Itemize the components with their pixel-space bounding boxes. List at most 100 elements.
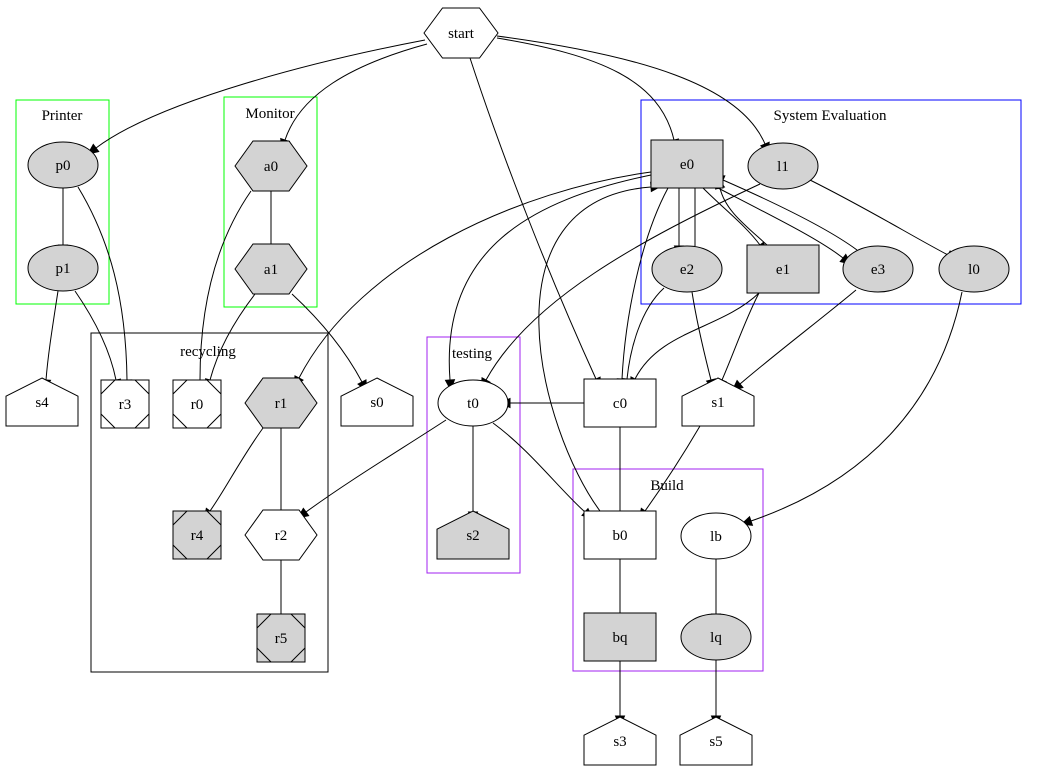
edge-c0-t0 xyxy=(498,397,584,409)
node-e3[interactable]: e3 xyxy=(842,245,914,293)
edge-line xyxy=(722,179,858,251)
box-shape xyxy=(746,244,820,294)
edge-e1-s1 xyxy=(717,292,760,391)
ellipse-shape xyxy=(680,613,752,661)
node-s4[interactable]: s4 xyxy=(5,377,79,427)
node-label: s1 xyxy=(711,395,724,411)
cluster-label: recycling xyxy=(180,344,236,360)
node-a0[interactable]: a0 xyxy=(234,140,308,192)
hexagon-shape xyxy=(244,509,318,561)
node-label: e0 xyxy=(680,157,694,173)
node-label: s2 xyxy=(466,528,479,544)
node-p0[interactable]: p0 xyxy=(27,141,99,189)
node-e1[interactable]: e1 xyxy=(746,244,820,294)
node-s3[interactable]: s3 xyxy=(583,716,657,766)
edge-start-c0 xyxy=(469,57,601,390)
node-label: b0 xyxy=(613,528,628,544)
edge-t0-b0 xyxy=(492,422,594,520)
node-r3[interactable]: r3 xyxy=(100,379,150,429)
msquare-shape xyxy=(100,379,150,429)
cluster-border xyxy=(90,332,329,673)
node-s1[interactable]: s1 xyxy=(681,377,755,427)
node-b0[interactable]: b0 xyxy=(583,510,657,560)
node-label: e3 xyxy=(871,262,885,278)
cluster-build: Build xyxy=(572,468,764,672)
edge-e0-c0 xyxy=(616,187,669,391)
edge-line xyxy=(750,291,963,522)
node-e2[interactable]: e2 xyxy=(651,245,723,293)
cluster-border xyxy=(426,336,521,574)
node-label: p0 xyxy=(56,158,71,174)
node-r2[interactable]: r2 xyxy=(244,509,318,561)
edge-e2-c0 xyxy=(621,287,665,391)
node-lb[interactable]: lb xyxy=(680,512,752,560)
node-label: r1 xyxy=(275,396,288,412)
node-r5[interactable]: r5 xyxy=(256,613,306,663)
edge-line xyxy=(621,187,669,380)
node-l1[interactable]: l1 xyxy=(747,142,819,190)
box-shape xyxy=(650,139,724,189)
msquare-corner-marks xyxy=(256,613,306,663)
node-label: l0 xyxy=(968,262,980,278)
node-r4[interactable]: r4 xyxy=(172,510,222,560)
edge-line xyxy=(538,186,652,512)
cluster-label: Printer xyxy=(42,108,83,124)
edge-a0-r0 xyxy=(194,190,252,392)
cluster-recycling: recycling xyxy=(90,332,329,673)
edge-t0-r2 xyxy=(296,419,447,519)
node-l0[interactable]: l0 xyxy=(938,245,1010,293)
node-lq[interactable]: lq xyxy=(680,613,752,661)
node-t0[interactable]: t0 xyxy=(437,379,509,427)
node-label: bq xyxy=(613,630,629,646)
node-s5[interactable]: s5 xyxy=(679,716,753,766)
node-r1[interactable]: r1 xyxy=(244,377,318,429)
edge-c0-b0 xyxy=(614,427,626,523)
node-bq[interactable]: bq xyxy=(583,612,657,662)
nodes-layer: start p0 p1 a0 a1 e0 l1 e2 e1 e3 l0 s4 r3 r0 r1 r4 r2 r5 s… xyxy=(5,7,1010,766)
node-p1[interactable]: p1 xyxy=(27,244,99,292)
node-label: s4 xyxy=(35,395,49,411)
node-label: r2 xyxy=(275,528,288,544)
edge-line xyxy=(496,37,675,141)
node-r0[interactable]: r0 xyxy=(172,379,222,429)
edge-s1-b0 xyxy=(638,425,701,521)
node-label: r0 xyxy=(191,397,204,413)
ellipse-shape xyxy=(651,245,723,293)
edge-e0-e1 xyxy=(702,187,767,254)
edge-line xyxy=(492,422,586,513)
edge-line xyxy=(469,57,597,380)
edge-line xyxy=(291,293,363,383)
edge-line xyxy=(45,290,59,381)
msquare-shape xyxy=(256,613,306,663)
node-label: lq xyxy=(710,630,722,646)
box-shape xyxy=(583,378,657,428)
edge-line xyxy=(626,287,665,380)
edge-line xyxy=(809,179,949,256)
house-shape xyxy=(340,377,414,427)
node-e0[interactable]: e0 xyxy=(650,139,724,189)
node-start[interactable]: start xyxy=(423,7,499,59)
cluster-printer: Printer xyxy=(15,99,110,305)
edge-line xyxy=(485,183,761,381)
node-s2[interactable]: s2 xyxy=(436,510,510,560)
node-label: start xyxy=(448,26,475,42)
node-label: r3 xyxy=(119,397,132,413)
node-a1[interactable]: a1 xyxy=(234,243,308,295)
node-label: p1 xyxy=(56,261,71,277)
ellipse-shape xyxy=(27,141,99,189)
node-label: a0 xyxy=(264,159,278,175)
edge-line xyxy=(719,187,768,246)
node-label: r4 xyxy=(191,528,204,544)
box-shape xyxy=(583,612,657,662)
edge-p0-r3 xyxy=(77,186,133,392)
edge-line xyxy=(634,292,760,380)
edge-e2-s1 xyxy=(691,291,716,391)
node-c0[interactable]: c0 xyxy=(583,378,657,428)
hexagon-shape xyxy=(244,377,318,429)
node-label: e1 xyxy=(776,262,790,278)
cluster-border xyxy=(572,468,764,672)
edge-p1-r3 xyxy=(74,290,122,392)
node-s0[interactable]: s0 xyxy=(340,377,414,427)
edge-r1-r4 xyxy=(203,427,264,521)
